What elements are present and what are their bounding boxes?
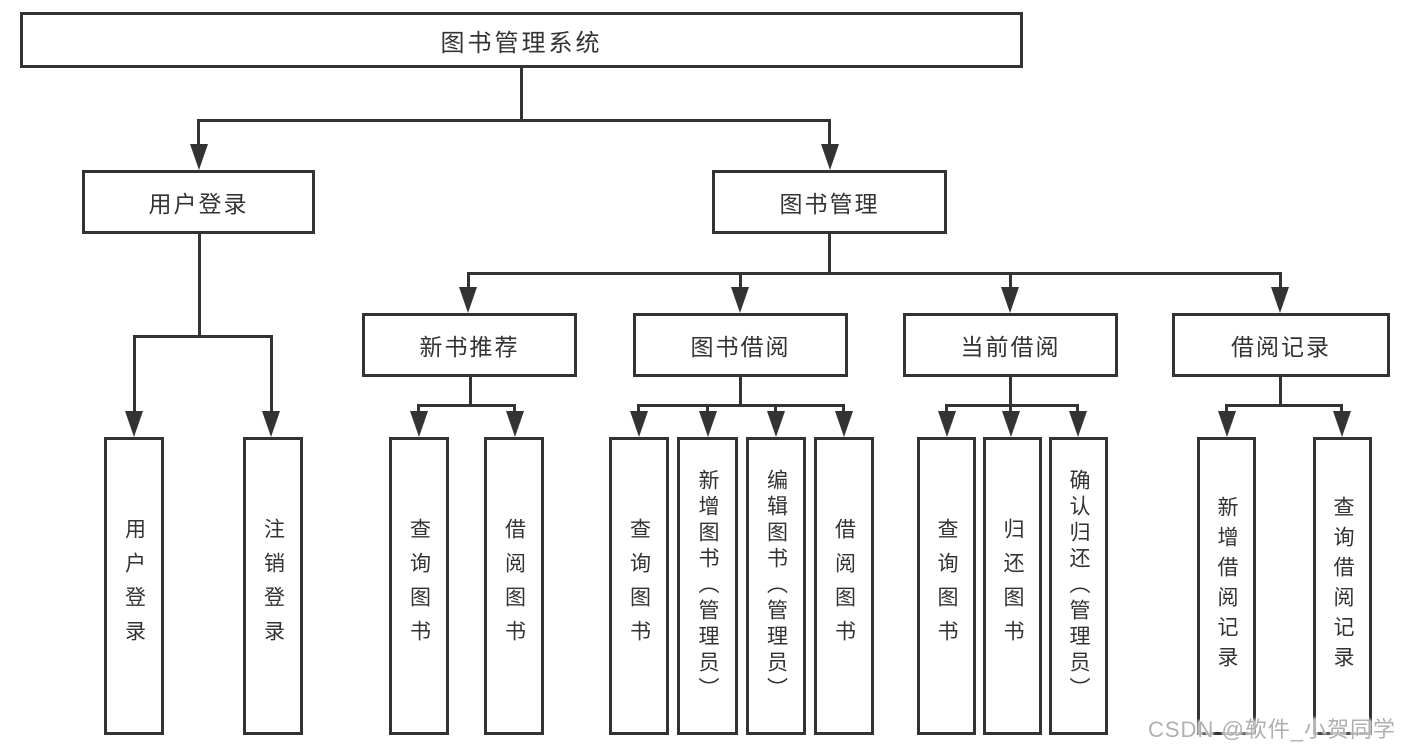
watermark-text: CSDN @软件_小贺同学	[1148, 717, 1397, 742]
connector-drop	[842, 404, 845, 414]
arrowhead-down-icon	[767, 411, 785, 437]
arrowhead-down-icon	[1001, 287, 1019, 313]
node-user-login-label: 用户登录	[148, 191, 249, 217]
leaf-query-books-borrow: 查询图书	[609, 437, 669, 735]
node-borrow-records: 借阅记录	[1172, 313, 1390, 377]
connector-drop	[467, 272, 470, 289]
leaf-user-login: 用户登录	[104, 437, 164, 735]
leaf-add-book-admin: 新增图书（管理员）	[677, 437, 738, 735]
connector-branch	[945, 404, 1079, 407]
leaf-edit-book-admin-label: 编辑图书（管理员）	[764, 469, 788, 703]
connector-branch	[417, 404, 516, 407]
connector-stem	[739, 376, 742, 407]
leaf-borrow-books-recommend-label: 借阅图书	[502, 518, 526, 654]
connector-book-mgmt-stem	[828, 233, 831, 275]
arrowhead-down-icon	[262, 411, 280, 437]
node-book-borrow-label: 图书借阅	[690, 334, 791, 360]
leaf-query-books-current: 查询图书	[917, 437, 976, 735]
connector-stem	[1009, 376, 1012, 407]
leaf-logout-label: 注销登录	[261, 518, 285, 654]
leaf-return-books-label: 归还图书	[1001, 518, 1024, 654]
connector-drop	[637, 404, 640, 414]
node-book-borrow: 图书借阅	[633, 313, 848, 377]
node-new-book-recommend: 新书推荐	[362, 313, 577, 377]
leaf-query-books-borrow-label: 查询图书	[627, 518, 651, 654]
arrowhead-down-icon	[1069, 411, 1087, 437]
arrowhead-down-icon	[1218, 411, 1236, 437]
leaf-return-books: 归还图书	[983, 437, 1042, 735]
connector-drop	[417, 404, 420, 414]
node-root-label: 图书管理系统	[440, 29, 603, 57]
connector-drop	[739, 272, 742, 289]
node-current-borrow-label: 当前借阅	[960, 334, 1061, 360]
leaf-borrow-books-label: 借阅图书	[832, 518, 856, 654]
connector-root-stem	[520, 66, 523, 119]
connector-drop	[133, 335, 136, 413]
arrowhead-down-icon	[731, 287, 749, 313]
arrowhead-down-icon	[835, 411, 853, 437]
connector-stem	[469, 376, 472, 407]
arrowhead-down-icon	[1271, 287, 1289, 313]
leaf-add-borrow-record: 新增借阅记录	[1197, 437, 1256, 735]
leaf-confirm-return-admin-label: 确认归还（管理员）	[1067, 469, 1090, 703]
node-borrow-records-label: 借阅记录	[1231, 334, 1331, 360]
leaf-user-login-label: 用户登录	[122, 518, 146, 654]
leaf-borrow-books-recommend: 借阅图书	[484, 437, 544, 735]
arrowhead-down-icon	[190, 144, 208, 170]
leaf-query-borrow-record: 查询借阅记录	[1313, 437, 1372, 735]
leaf-query-borrow-record-label: 查询借阅记录	[1331, 496, 1354, 676]
leaf-add-book-admin-label: 新增图书（管理员）	[696, 469, 719, 703]
node-user-login: 用户登录	[82, 170, 315, 234]
arrowhead-down-icon	[699, 411, 717, 437]
connector-drop	[1009, 272, 1012, 289]
leaf-query-books-recommend: 查询图书	[389, 437, 449, 735]
leaf-query-books-current-label: 查询图书	[935, 518, 958, 654]
connector-drop	[1340, 404, 1343, 414]
connector-user-login-branch	[133, 335, 273, 338]
arrowhead-down-icon	[1333, 411, 1351, 437]
connector-level2-branch	[467, 272, 1282, 275]
arrowhead-down-icon	[938, 411, 956, 437]
connector-drop	[706, 404, 709, 414]
arrowhead-down-icon	[1002, 411, 1020, 437]
node-root: 图书管理系统	[20, 12, 1023, 68]
node-book-management: 图书管理	[712, 170, 947, 234]
connector-branch	[1225, 404, 1343, 407]
node-current-borrow: 当前借阅	[903, 313, 1118, 377]
connector-drop	[270, 335, 273, 413]
arrowhead-down-icon	[821, 144, 839, 170]
connector-level1-branch	[197, 119, 831, 122]
connector-branch	[637, 404, 845, 407]
connector-user-login-stem	[198, 233, 201, 337]
arrowhead-down-icon	[459, 287, 477, 313]
connector-drop	[828, 119, 831, 147]
connector-drop	[774, 404, 777, 414]
connector-drop	[1009, 404, 1012, 414]
leaf-confirm-return-admin: 确认归还（管理员）	[1049, 437, 1108, 735]
leaf-add-borrow-record-label: 新增借阅记录	[1215, 496, 1238, 676]
connector-drop	[513, 404, 516, 414]
connector-drop	[197, 119, 200, 147]
arrowhead-down-icon	[410, 411, 428, 437]
leaf-borrow-books: 借阅图书	[814, 437, 874, 735]
connector-drop	[1225, 404, 1228, 414]
connector-stem	[1279, 376, 1282, 407]
connector-drop	[1279, 272, 1282, 289]
arrowhead-down-icon	[506, 411, 524, 437]
arrowhead-down-icon	[630, 411, 648, 437]
arrowhead-down-icon	[125, 411, 143, 437]
connector-drop	[1076, 404, 1079, 414]
node-book-management-label: 图书管理	[779, 191, 880, 217]
leaf-edit-book-admin: 编辑图书（管理员）	[746, 437, 806, 735]
leaf-query-books-recommend-label: 查询图书	[407, 518, 431, 654]
connector-drop	[945, 404, 948, 414]
leaf-logout: 注销登录	[243, 437, 303, 735]
node-new-book-recommend-label: 新书推荐	[419, 334, 520, 360]
